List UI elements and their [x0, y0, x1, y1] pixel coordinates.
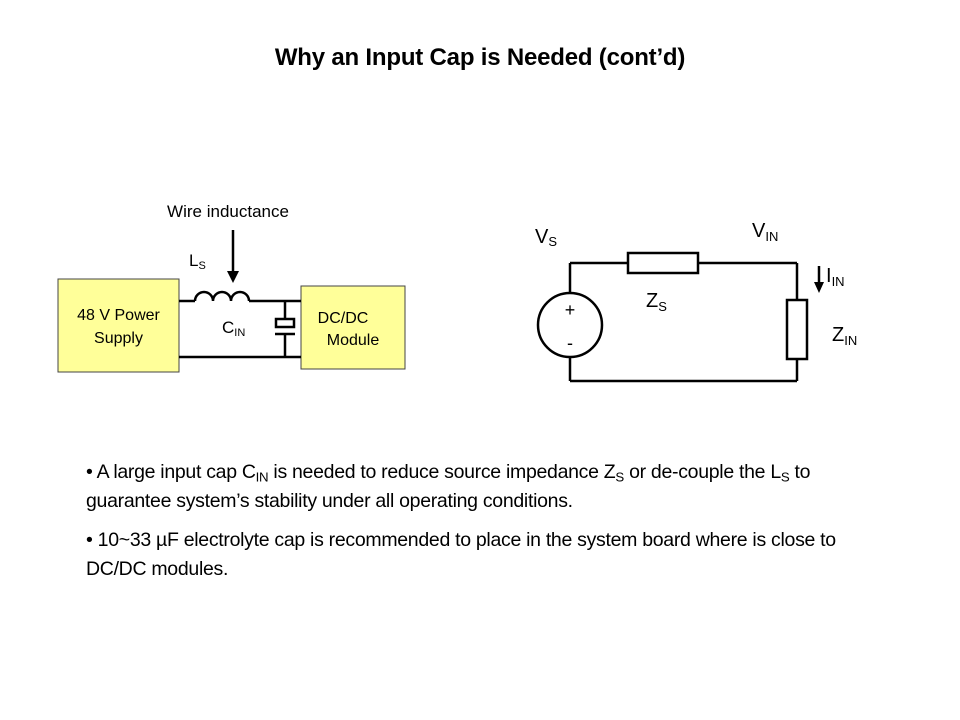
plus-sign: + [565, 300, 576, 320]
source-impedance-label: ZS [646, 290, 667, 314]
input-voltage-label: VIN [752, 220, 778, 244]
wire-inductance-annotation: Wire inductance [167, 202, 289, 221]
input-impedance-icon [785, 298, 809, 361]
capacitor-label: CIN [222, 318, 245, 339]
inductor-label: LS [189, 251, 206, 272]
power-supply-label-line2: Supply [94, 330, 143, 347]
right-circuit: + - VS VIN IIN ZS ZIN [535, 220, 857, 383]
annotation-arrow-icon [227, 230, 239, 283]
bullet-list: • A large input cap CIN is needed to red… [86, 458, 886, 594]
capacitor-icon [274, 317, 296, 329]
module-label-line2: Module [327, 332, 380, 349]
current-arrow-icon [814, 266, 824, 293]
minus-sign: - [567, 333, 573, 353]
bullet-item: • 10~33 µF electrolyte cap is recommende… [86, 529, 836, 580]
left-circuit: Wire inductance LS 48 V Power Supply DC/… [57, 202, 406, 373]
module-label-line1: DC/DC [318, 310, 369, 327]
inductor-icon [193, 290, 251, 302]
input-current-label: IIN [826, 265, 845, 289]
left-wires [179, 290, 301, 359]
input-impedance-label: ZIN [832, 324, 857, 348]
source-voltage-label: VS [535, 226, 557, 249]
dcdc-module-box [300, 285, 406, 370]
source-impedance-icon [626, 251, 700, 275]
slide-title: Why an Input Cap is Needed (cont’d) [274, 44, 686, 71]
bullet-item: • A large input cap CIN is needed to red… [86, 461, 811, 512]
right-wires [536, 251, 809, 383]
power-supply-label-line1: 48 V Power [77, 307, 160, 324]
power-supply-box [57, 278, 180, 373]
voltage-source-icon [536, 291, 604, 359]
